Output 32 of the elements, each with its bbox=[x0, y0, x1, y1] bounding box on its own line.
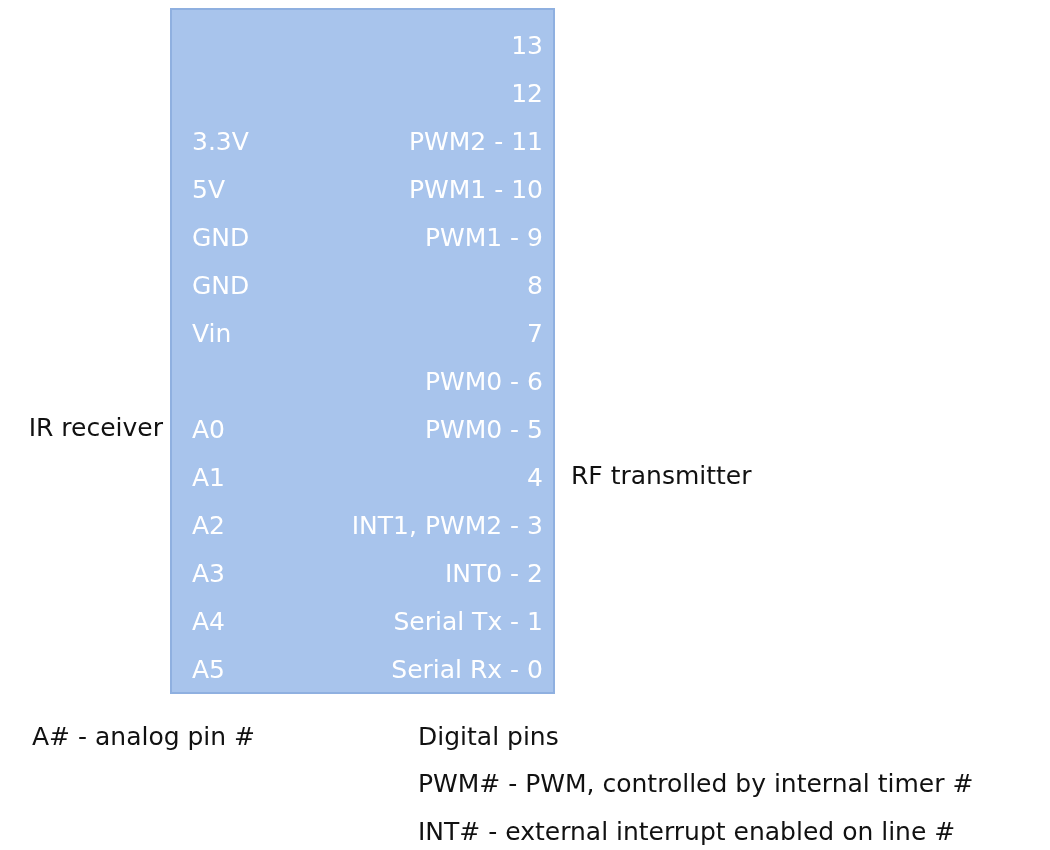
pin-label: A4 bbox=[192, 607, 225, 637]
pin-label: GND bbox=[192, 271, 250, 301]
legend-note: INT# - external interrupt enabled on line # bbox=[418, 817, 956, 847]
pin-label: Serial Tx - 1 bbox=[393, 607, 543, 637]
pin-label: A3 bbox=[192, 559, 225, 589]
pin-label: A0 bbox=[192, 415, 225, 445]
pin-label: 4 bbox=[527, 463, 543, 493]
pin-label: INT0 - 2 bbox=[444, 559, 543, 589]
pin-annotation: IR receiver bbox=[28, 413, 163, 443]
pin-label: 12 bbox=[511, 79, 543, 109]
pin-label: INT1, PWM2 - 3 bbox=[351, 511, 543, 541]
pin-label: Vin bbox=[192, 319, 232, 349]
pin-label: PWM0 - 6 bbox=[424, 367, 543, 397]
pin-label: 3.3V bbox=[192, 127, 249, 157]
pin-label: A5 bbox=[192, 655, 225, 685]
pin-label: 7 bbox=[527, 319, 543, 349]
pin-label: 8 bbox=[527, 271, 543, 301]
legend-note: A# - analog pin # bbox=[32, 722, 256, 752]
pin-label: PWM1 - 9 bbox=[424, 223, 543, 253]
pin-label: A1 bbox=[192, 463, 225, 493]
pin-label: PWM0 - 5 bbox=[424, 415, 543, 445]
pin-label: GND bbox=[192, 223, 250, 253]
board-outline bbox=[170, 8, 555, 694]
pin-label: PWM2 - 11 bbox=[409, 127, 543, 157]
legend-note: PWM# - PWM, controlled by internal timer # bbox=[418, 769, 974, 799]
pin-label: 13 bbox=[511, 31, 543, 61]
pin-annotation: RF transmitter bbox=[571, 461, 752, 491]
pin-label: Serial Rx - 0 bbox=[391, 655, 543, 685]
pin-label: PWM1 - 10 bbox=[409, 175, 543, 205]
pin-label: A2 bbox=[192, 511, 225, 541]
pin-label: 5V bbox=[192, 175, 225, 205]
legend-note: Digital pins bbox=[418, 722, 559, 752]
